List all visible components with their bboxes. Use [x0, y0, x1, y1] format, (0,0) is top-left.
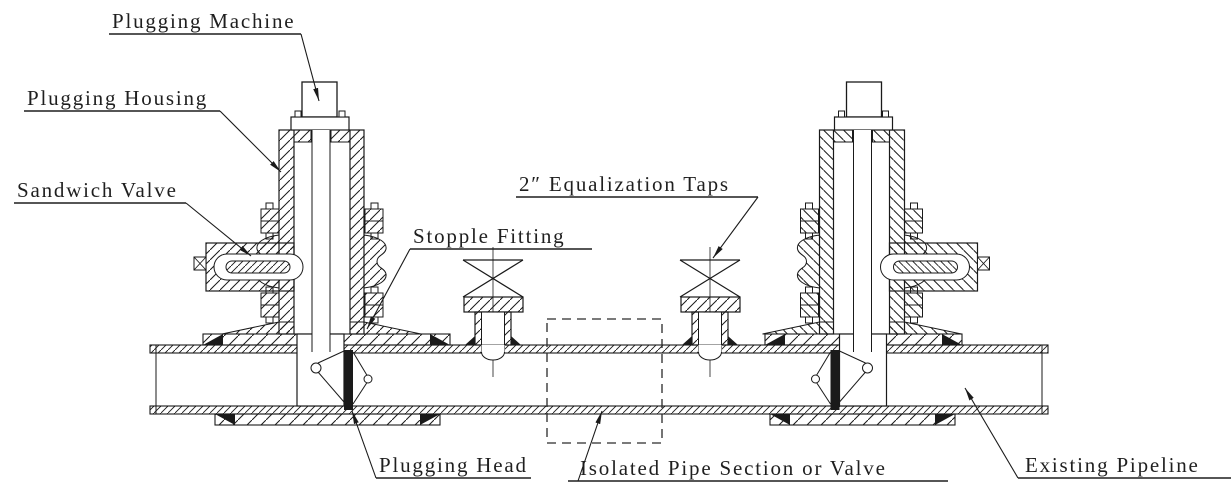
weld-fillet: [203, 334, 223, 345]
label-text: Existing Pipeline: [1025, 453, 1200, 477]
label-existing-pipeline: Existing Pipeline: [964, 387, 1231, 479]
leader-line: [219, 110, 282, 173]
label-text: Isolated Pipe Section or Valve: [580, 456, 887, 480]
label-text: Plugging Head: [379, 453, 528, 477]
label-equalization-taps: 2″ Equalization Taps: [516, 172, 759, 259]
equalization-tap-left: [462, 246, 524, 378]
isolated-section-dashed-box: [546, 318, 663, 444]
label-plugging-head: Plugging Head: [351, 410, 531, 479]
leader-line: [300, 33, 320, 102]
weld-fillet: [215, 414, 235, 425]
existing-pipeline-pipe: [149, 344, 1049, 415]
label-text: 2″ Equalization Taps: [519, 172, 730, 196]
leader-line: [185, 202, 252, 257]
weld-fillet: [430, 334, 450, 345]
label-isolated-pipe-section: Isolated Pipe Section or Valve: [568, 410, 948, 482]
equalization-tap-right: [679, 246, 741, 378]
label-text: Stopple Fitting: [413, 224, 565, 248]
plugging-assembly-left: [193, 81, 422, 411]
label-plugging-machine: Plugging Machine: [109, 9, 320, 102]
leader-line: [366, 248, 411, 330]
leader-line: [351, 410, 377, 479]
leader-line: [964, 387, 1019, 479]
leader-line: [712, 196, 759, 259]
weld-fillet: [420, 414, 440, 425]
plugging-assembly-right: [761, 81, 991, 411]
pipe-top-wall: [149, 344, 1049, 354]
weld-fillet: [770, 414, 790, 425]
label-text: Plugging Housing: [27, 86, 208, 110]
pipe-bottom-wall: [149, 405, 1049, 415]
label-plugging-housing: Plugging Housing: [24, 86, 282, 173]
label-text: Sandwich Valve: [17, 178, 178, 202]
weld-fillet: [765, 334, 785, 345]
label-stopple-fitting: Stopple Fitting: [366, 224, 592, 330]
leader-line: [577, 410, 603, 482]
label-sandwich-valve: Sandwich Valve: [14, 178, 252, 257]
label-text: Plugging Machine: [112, 9, 295, 33]
weld-fillet: [942, 334, 962, 345]
weld-fillet: [935, 414, 955, 425]
